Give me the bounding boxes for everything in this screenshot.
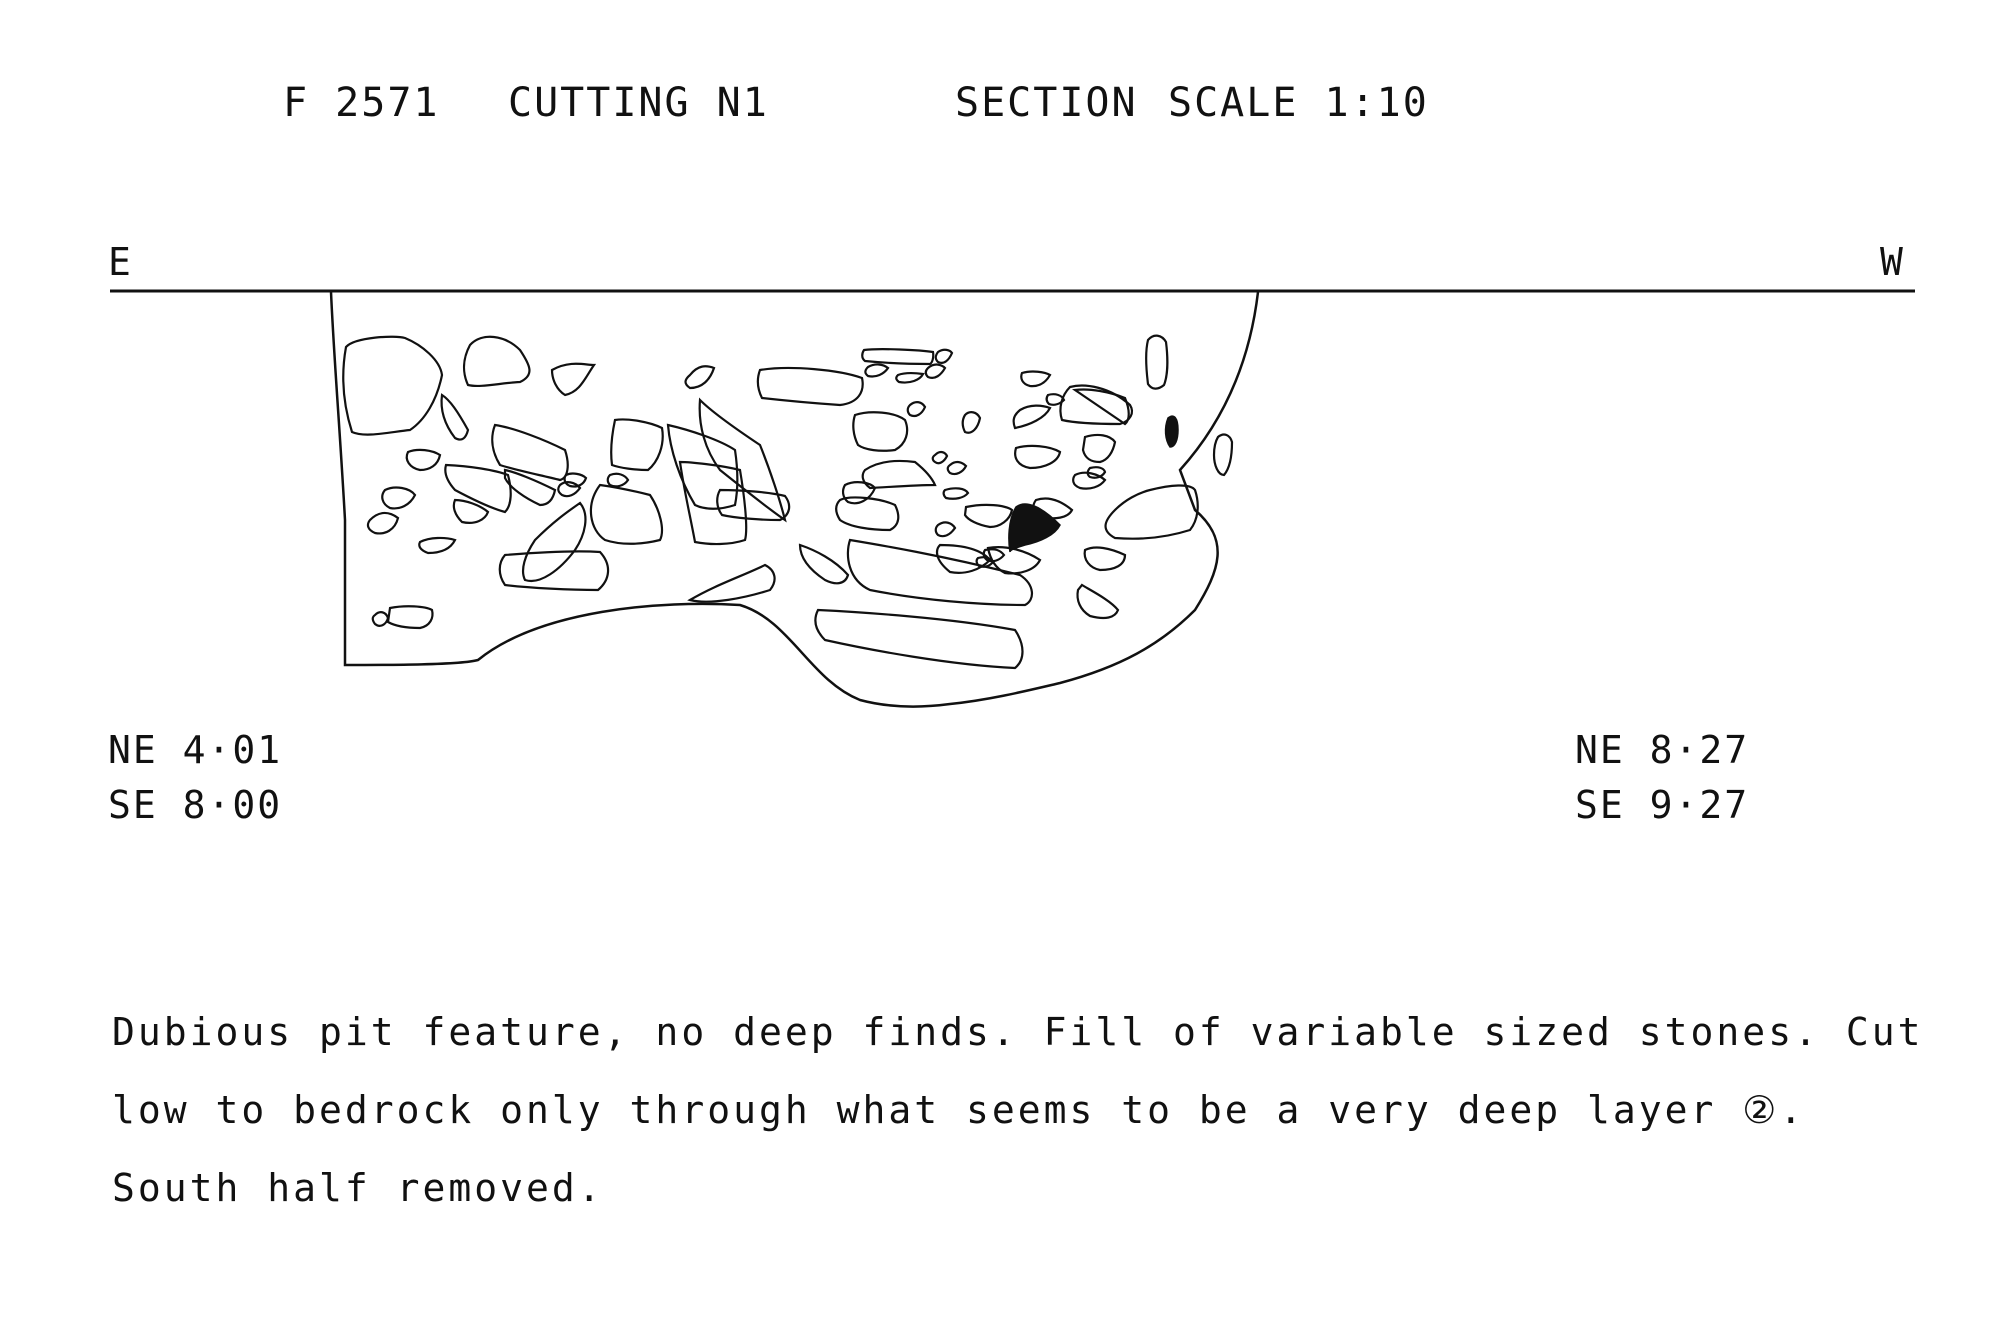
stone xyxy=(935,543,992,574)
stone xyxy=(946,460,968,476)
charcoal-inclusion xyxy=(1164,415,1179,448)
east-label: E xyxy=(108,240,133,284)
stone xyxy=(852,411,909,452)
stone xyxy=(1145,334,1169,390)
stone xyxy=(498,550,610,592)
stone xyxy=(1071,388,1130,426)
stone xyxy=(975,556,995,568)
stone xyxy=(1083,546,1127,572)
feature-number: F 2571 xyxy=(283,80,440,126)
stone xyxy=(606,472,630,488)
stone xyxy=(678,460,748,546)
stone xyxy=(716,488,791,522)
stone xyxy=(371,611,390,627)
note-line-3: South half removed. xyxy=(112,1166,604,1210)
stone xyxy=(1072,471,1107,490)
stone xyxy=(864,363,890,378)
stone xyxy=(610,418,664,472)
stone xyxy=(841,481,877,505)
right-se-coordinate: SE 9·27 xyxy=(1575,783,1750,827)
scale-label: SCALE 1:10 xyxy=(1168,80,1429,126)
right-ne-coordinate: NE 8·27 xyxy=(1575,728,1750,772)
stone xyxy=(521,501,587,583)
stone xyxy=(1045,393,1066,406)
stone xyxy=(924,363,947,379)
dark-inclusions xyxy=(1008,415,1179,553)
stone xyxy=(589,483,664,545)
stone xyxy=(861,459,937,490)
fill-stones xyxy=(342,334,1234,670)
stone xyxy=(961,411,982,434)
stone xyxy=(684,365,716,390)
stone xyxy=(1059,384,1134,426)
stone xyxy=(814,608,1024,670)
stone xyxy=(942,487,970,500)
stone xyxy=(1020,370,1052,388)
stone xyxy=(1212,433,1234,477)
stone xyxy=(452,498,490,524)
stone xyxy=(1076,583,1120,620)
stone xyxy=(931,450,949,465)
west-label: W xyxy=(1880,240,1905,284)
stone xyxy=(895,371,925,384)
stone xyxy=(687,563,776,603)
stone xyxy=(557,481,582,498)
stone xyxy=(440,393,470,441)
stone xyxy=(366,511,400,535)
stone xyxy=(861,348,935,366)
left-se-coordinate: SE 8·00 xyxy=(108,783,283,827)
stone xyxy=(835,496,900,532)
stone xyxy=(1081,433,1117,464)
stone xyxy=(906,401,927,418)
stone xyxy=(550,362,597,397)
stone xyxy=(846,538,1033,607)
stone xyxy=(1012,404,1052,430)
stone xyxy=(386,605,434,630)
stone xyxy=(798,543,850,585)
charcoal-inclusion xyxy=(1008,503,1061,553)
stone xyxy=(982,548,1006,563)
left-ne-coordinate: NE 4·01 xyxy=(108,728,283,772)
stone xyxy=(503,468,557,507)
note-line-1: Dubious pit feature, no deep finds. Fill… xyxy=(112,1010,1924,1054)
stone xyxy=(463,335,531,388)
stone xyxy=(444,463,512,514)
stone xyxy=(666,423,739,510)
stone xyxy=(563,472,588,488)
stone xyxy=(1014,444,1062,470)
stone xyxy=(934,521,957,538)
stone xyxy=(405,448,442,472)
section-label: SECTION xyxy=(955,80,1138,126)
stone xyxy=(342,335,444,436)
stone xyxy=(756,366,864,407)
stone xyxy=(418,536,457,555)
pit-outline xyxy=(329,291,1260,708)
note-line-2: low to bedrock only through what seems t… xyxy=(112,1088,1806,1132)
stone xyxy=(934,348,954,364)
stone xyxy=(963,503,1014,529)
stone xyxy=(491,423,569,482)
cutting-label: CUTTING N1 xyxy=(508,80,769,126)
stone xyxy=(1104,484,1199,540)
stone xyxy=(381,486,417,510)
stone xyxy=(698,397,787,523)
